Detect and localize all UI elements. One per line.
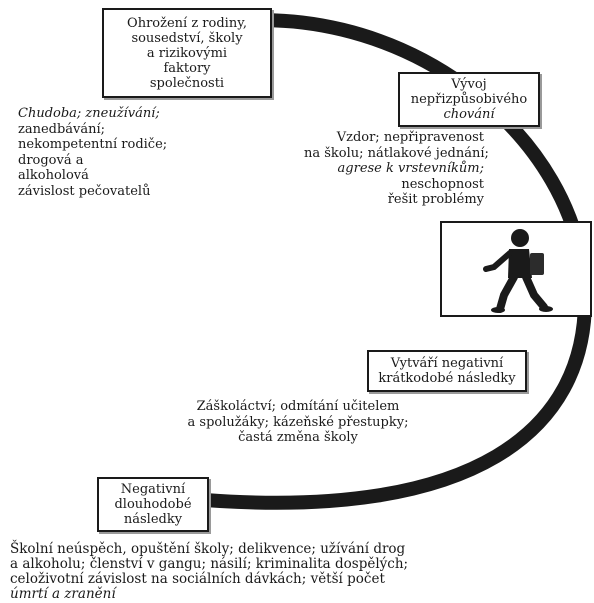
long-term-line: následky [123, 512, 183, 527]
long-term-details-line: a alkoholu; členství v gangu; násilí; kr… [10, 556, 409, 572]
behavior-details-line: agrese k vrstevníkům; [337, 161, 484, 176]
maladaptive-line: Vývoj [451, 77, 487, 92]
maladaptive-line: chování [443, 107, 495, 122]
risk-factors-line: faktory [163, 60, 211, 76]
risk-factors-line: společnosti [149, 75, 225, 91]
risk-details-line: zanedbávání; [18, 121, 106, 137]
maladaptive-line: nepřizpůsobivého [410, 92, 528, 107]
risk-factors-line: a rizikovými [146, 45, 228, 61]
short-term-details-text: Záškoláctví; odmítání učitelem a spolužá… [148, 399, 448, 446]
behavior-details-line: neschopnost [401, 176, 484, 192]
long-term-details-text: Školní neúspěch, opuštění školy; delikve… [10, 542, 408, 602]
risk-details-line: nekompetentní rodiče; [18, 137, 168, 152]
risk-details-line: závislost pečovatelů [18, 183, 151, 199]
long-term-line: dlouhodobé [114, 497, 192, 512]
short-term-details-line: a spolužáky; kázeňské přestupky; [187, 414, 409, 430]
figure-box [440, 221, 592, 317]
long-term-details-line: Školní neúspěch, opuštění školy; delikve… [10, 541, 406, 557]
risk-factors-line: Ohrožení z rodiny, [127, 15, 247, 31]
long-term-details-line: celoživotní závislost na sociálních dávk… [10, 571, 385, 587]
short-term-details-line: Záškoláctví; odmítání učitelem [196, 399, 400, 414]
risk-details-line: alkoholová [18, 168, 89, 183]
risk-details-text: Chudoba; zneužívání; zanedbávání; nekomp… [18, 106, 167, 199]
short-term-details-line: častá změna školy [238, 430, 358, 445]
behavior-details-line: řešit problémy [387, 192, 484, 207]
short-term-line: krátkodobé následky [378, 371, 516, 386]
risk-details-line: Chudoba; zneužívání; [18, 106, 160, 121]
behavior-details-line: na školu; nátlakové jednání; [304, 145, 489, 161]
walking-child-icon [483, 229, 553, 313]
behavior-details-text: Vzdor; nepřipravenost na školu; nátlakov… [304, 130, 489, 208]
long-term-consequences-box: Negativní dlouhodobé následky [97, 477, 209, 532]
long-term-line: Negativní [120, 482, 186, 497]
risk-factors-box: Ohrožení z rodiny, sousedství, školy a r… [102, 8, 272, 98]
behavior-details-line: Vzdor; nepřipravenost [336, 130, 484, 145]
short-term-consequences-box: Vytváří negativní krátkodobé následky [367, 350, 527, 392]
short-term-line: Vytváří negativní [390, 356, 504, 371]
long-term-details-line: úmrtí a zranění [10, 586, 116, 602]
maladaptive-behavior-box: Vývoj nepřizpůsobivého chování [398, 72, 540, 127]
risk-details-line: drogová a [18, 152, 84, 168]
risk-factors-line: sousedství, školy [131, 30, 243, 46]
